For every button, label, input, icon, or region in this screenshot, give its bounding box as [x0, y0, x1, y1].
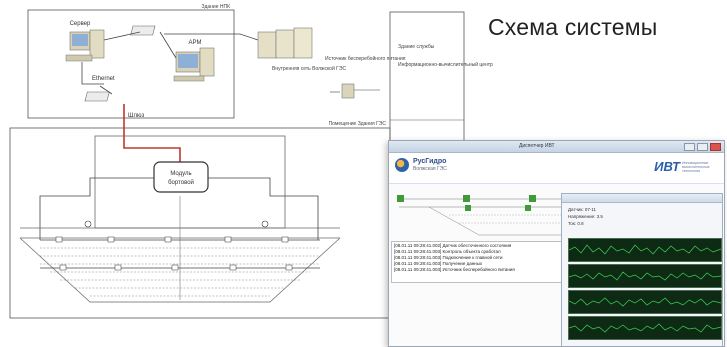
maximize-icon[interactable]: [697, 143, 708, 151]
ups-label: Источник бесперебойного питания: [325, 55, 406, 62]
internal-network-label: Внутренняя сеть Волжской ГЭС: [272, 65, 346, 72]
log-line: [08.01.11 09:28:41.003] Получение данных: [394, 261, 483, 266]
rushydro-logo-icon: [395, 158, 409, 172]
arm-computer-icon: [173, 47, 215, 82]
onboard-module-box: [153, 161, 209, 193]
slide-title: Схема системы: [488, 14, 658, 40]
red-data-link: [123, 104, 181, 162]
module-label-line2: бортовой: [168, 179, 194, 186]
gateway-label: Шлюз: [128, 113, 145, 119]
brand-subtitle: Волжская ГЭС: [413, 166, 447, 172]
signal-trace-2: [568, 264, 722, 288]
ivt-tagline: Инновационные вычислительные технологии: [682, 161, 710, 173]
log-line: [08.01.11 09:28:41.003] Контроль объекта…: [394, 249, 501, 254]
app-window-title: Диспетчер ИВТ: [519, 143, 555, 149]
window-controls: [684, 143, 721, 151]
field-value: 3.5: [596, 214, 603, 219]
signal-trace-3: [568, 290, 722, 314]
log-line: [08.01.11 09:28:41.003] Источник беспере…: [394, 267, 515, 272]
waveform-icon: [568, 244, 722, 255]
server-computer-icon: [65, 29, 105, 62]
close-icon[interactable]: [710, 143, 721, 151]
ups-device-icon: [341, 83, 355, 99]
waveform-icon: [568, 323, 722, 333]
field-value: 07-11: [584, 207, 597, 212]
server-racks-icon: [257, 27, 313, 59]
log-line: [08.01.11 09:28:41.002] Датчик обесточен…: [394, 243, 512, 248]
sensor-nodes: [55, 220, 293, 271]
ethernet-label: Ethernet: [92, 76, 115, 82]
log-line: [08.01.11 09:28:41.003] Подключение к гл…: [394, 255, 503, 260]
info-center-label: Информационно-вычислительный центр: [398, 61, 493, 68]
office-zone-label: Здание НПК: [201, 4, 230, 10]
waveform-icon: [568, 271, 722, 281]
office-zone: [27, 9, 235, 119]
field-label: Ток: [568, 221, 575, 226]
field-label: Датчик: [568, 207, 583, 212]
arm-label: АРМ: [189, 40, 202, 46]
plant-building-label: Помещение Здания ГЭС: [329, 121, 387, 127]
app-header: РусГидро Волжская ГЭС ИВТ Инновационные …: [389, 153, 724, 184]
gateway-switch-icon: [84, 91, 110, 102]
outer-zone: [389, 11, 465, 143]
signal-trace-1: [568, 238, 722, 262]
field-value: 0.8: [577, 221, 584, 226]
ivt-logo: ИВТ: [654, 159, 680, 174]
minimize-icon[interactable]: [684, 143, 695, 151]
brand-name: РусГидро: [413, 158, 447, 165]
signal-panel: Датчик: 07-11 Напряжение: 3.5 Ток: 0.8: [561, 193, 723, 346]
server-label: Сервер: [70, 21, 91, 27]
app-titlebar: Диспетчер ИВТ: [389, 141, 724, 153]
outer-zone-label: Здание службы: [398, 44, 435, 50]
signal-trace-4: [568, 316, 722, 340]
module-label-line1: Модуль: [170, 171, 191, 177]
event-log[interactable]: [08.01.11 09:28:41.002] Датчик обесточен…: [391, 241, 565, 283]
signal-panel-titlebar: [562, 194, 722, 203]
signal-fields: Датчик: 07-11 Напряжение: 3.5 Ток: 0.8: [568, 207, 603, 226]
field-label: Напряжение: [568, 214, 595, 219]
app-window: Диспетчер ИВТ РусГидро Волжская ГЭС ИВТ …: [388, 140, 725, 347]
plant-building-zone: [9, 127, 391, 319]
dam-structure: [19, 196, 341, 303]
waveform-icon: [568, 297, 722, 307]
